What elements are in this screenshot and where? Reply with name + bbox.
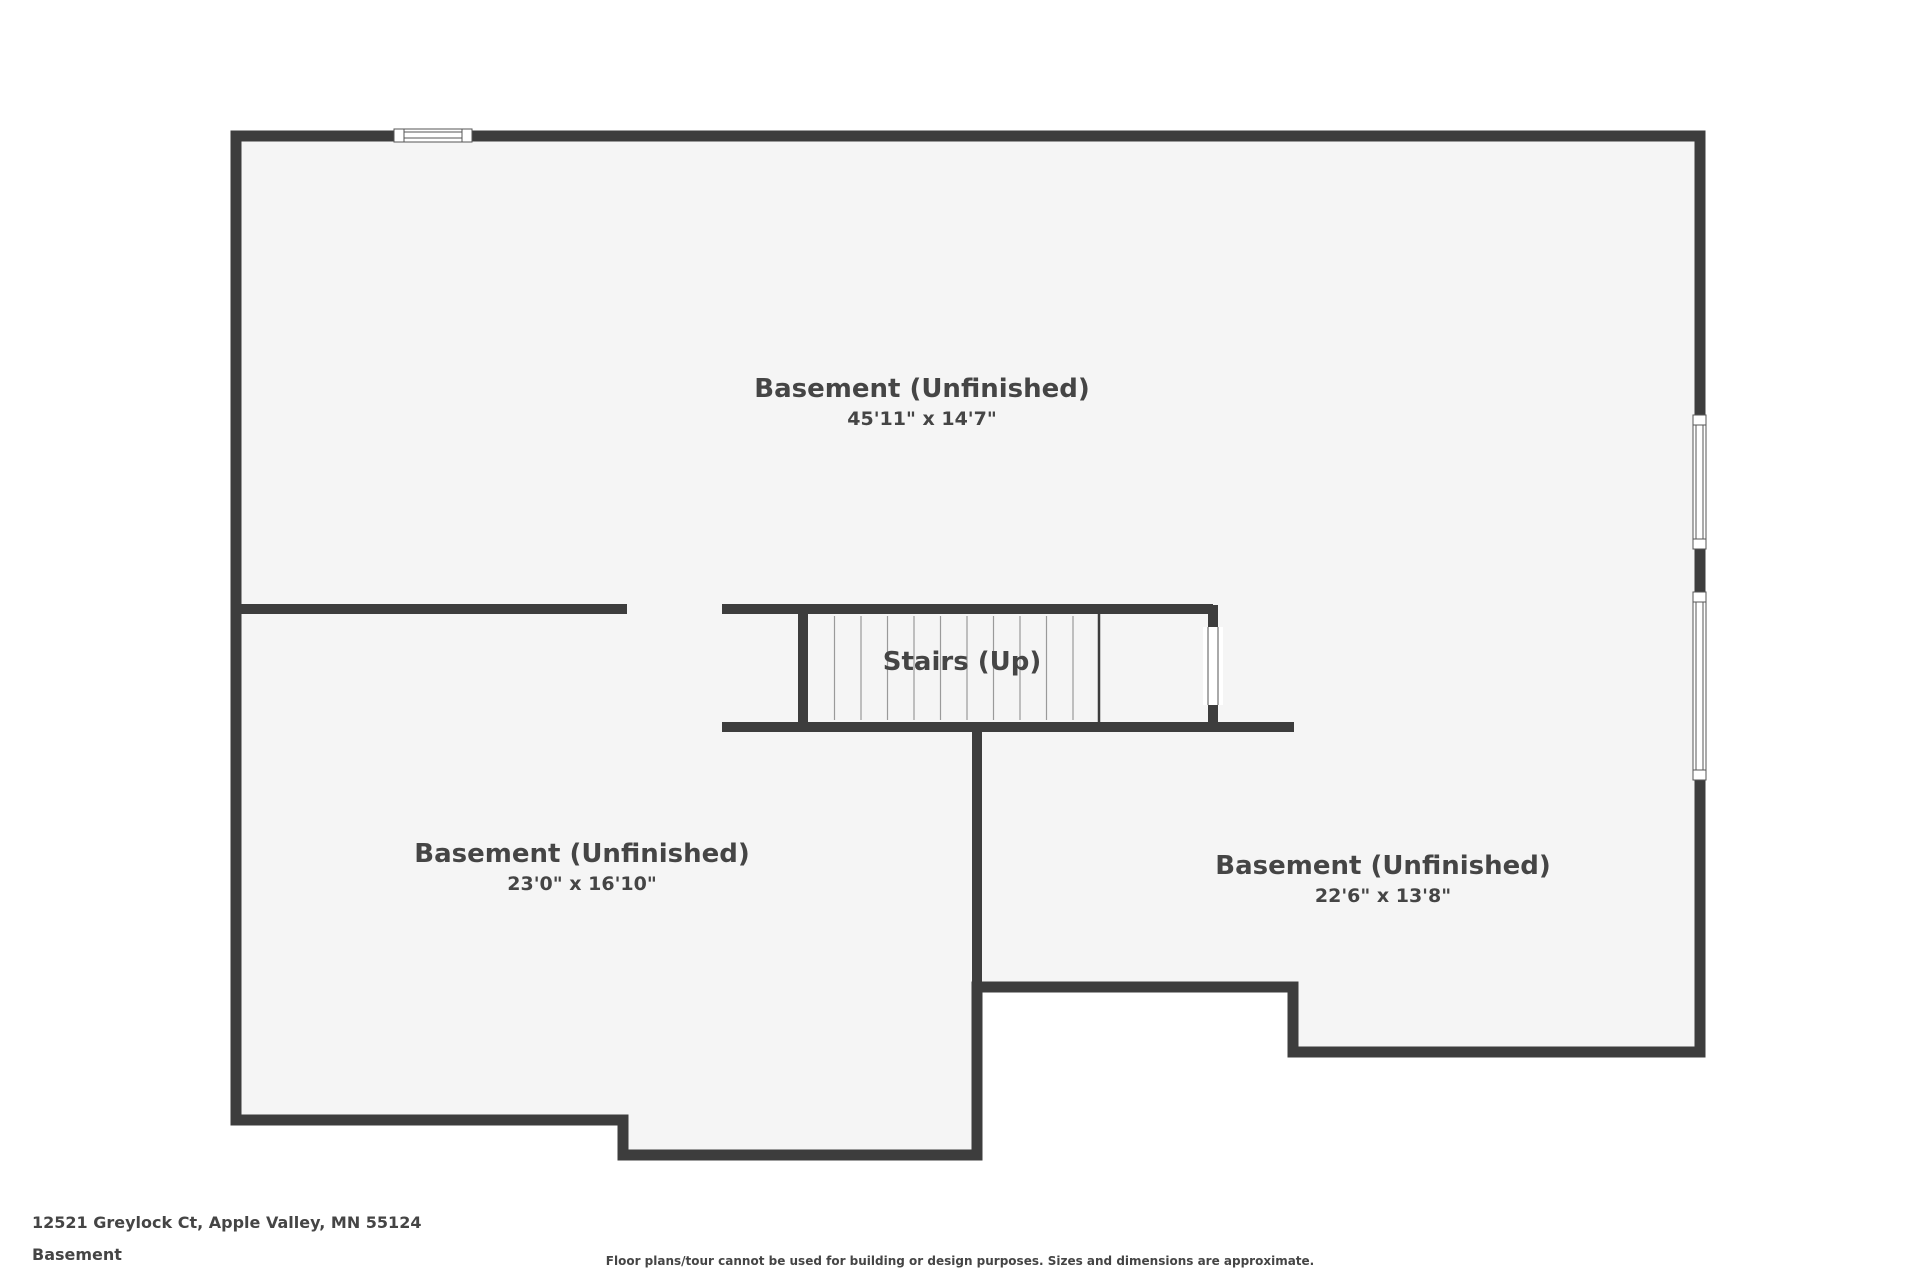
disclaimer: Floor plans/tour cannot be used for buil… [605, 1254, 1315, 1268]
door-opening [1203, 627, 1223, 705]
stairs-label: Stairs (Up) [883, 647, 1041, 677]
stair-treads [833, 616, 1074, 720]
window-top [393, 128, 473, 143]
room-name: Basement (Unfinished) [1215, 851, 1551, 881]
room-name: Basement (Unfinished) [754, 374, 1090, 404]
room-dimensions: 23'0" x 16'10" [507, 873, 656, 895]
interior-walls [236, 604, 1294, 987]
window-right-lower [1692, 591, 1707, 781]
room-basement-right: Basement (Unfinished) 22'6" x 13'8" [1215, 851, 1551, 907]
room-basement-top: Basement (Unfinished) 45'11" x 14'7" [754, 374, 1090, 430]
room-dimensions: 45'11" x 14'7" [847, 408, 996, 430]
window-right-upper [1692, 414, 1707, 550]
floor-name: Basement [32, 1245, 122, 1264]
room-dimensions: 22'6" x 13'8" [1315, 885, 1451, 907]
room-basement-left: Basement (Unfinished) 23'0" x 16'10" [414, 839, 750, 895]
stairs-area [808, 614, 1100, 722]
room-name: Basement (Unfinished) [414, 839, 750, 869]
stairs: Stairs (Up) [808, 614, 1101, 722]
property-address: 12521 Greylock Ct, Apple Valley, MN 5512… [32, 1213, 422, 1232]
